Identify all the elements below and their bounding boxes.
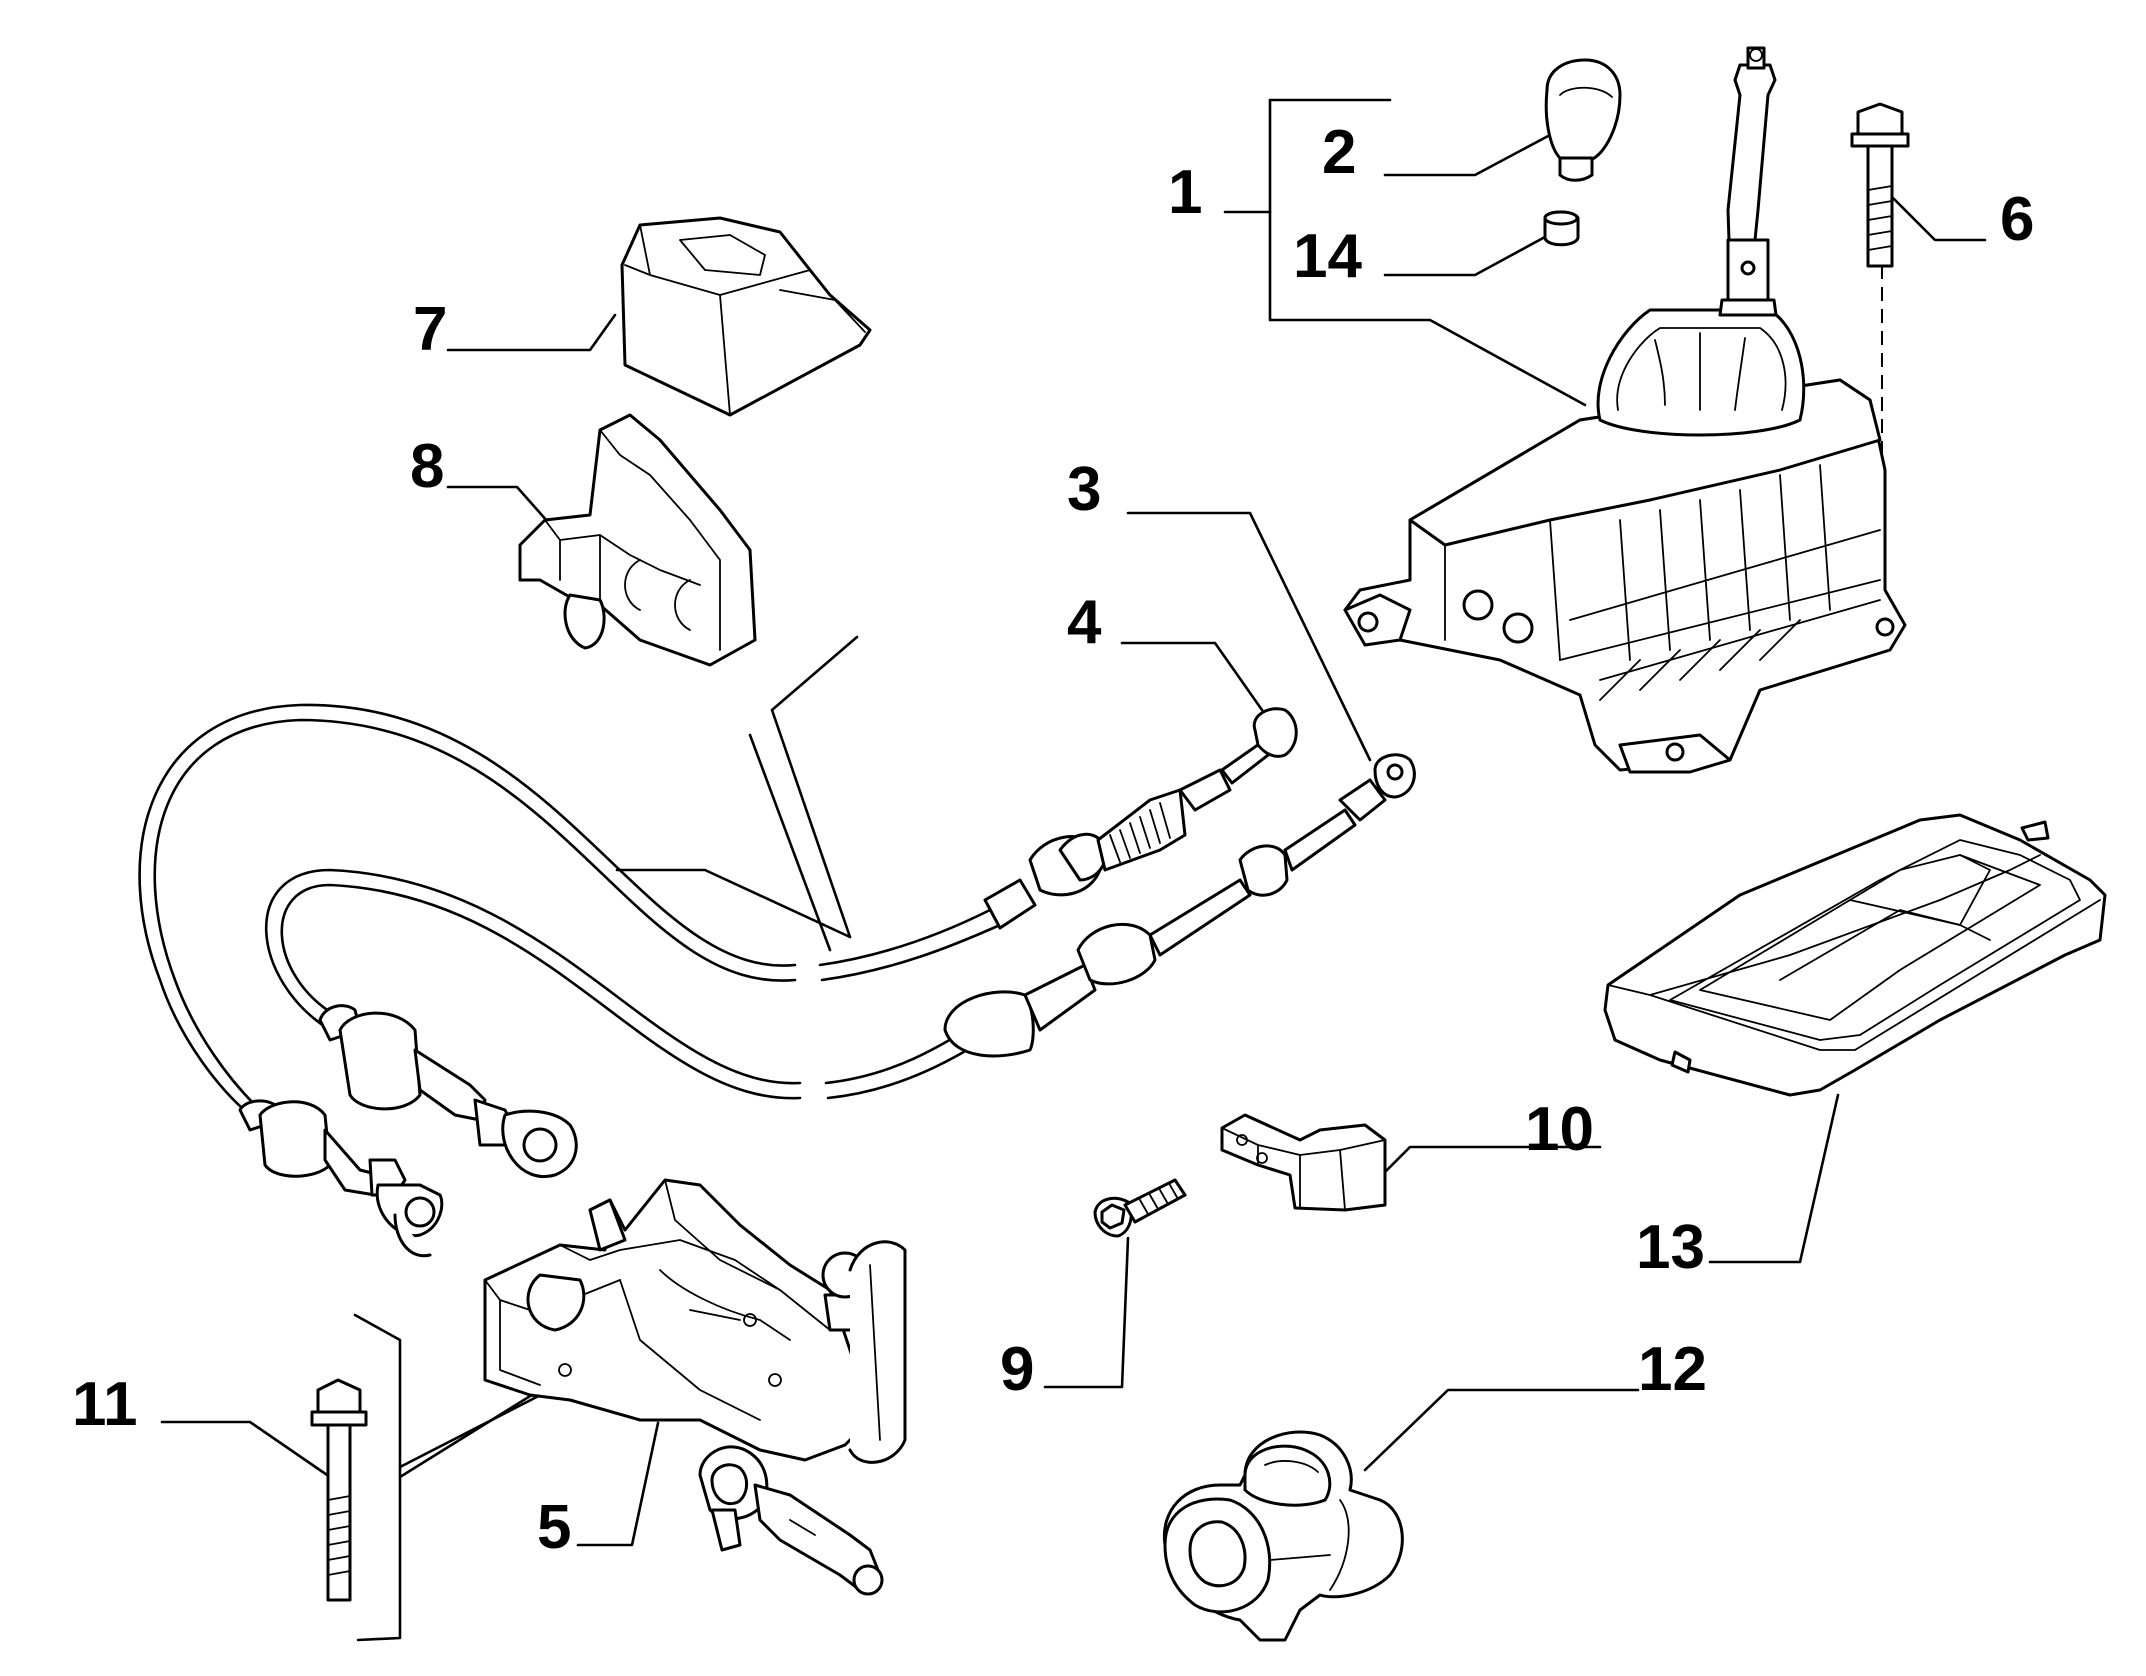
callout-6: 6 — [2000, 185, 2034, 254]
callout-10: 10 — [1525, 1095, 1594, 1164]
callout-4: 4 — [1067, 588, 1102, 657]
shift-knob-part-2 — [1544, 58, 1622, 182]
clip-part-10 — [1220, 1113, 1387, 1212]
callout-9: 9 — [1000, 1335, 1034, 1404]
bracket-part-5 — [483, 1178, 907, 1596]
callout-labels: 1 2 3 4 5 6 7 8 9 10 11 12 13 14 — [72, 118, 2034, 1562]
ring-part-14 — [1543, 210, 1580, 247]
cables-part-3-4 — [138, 703, 1416, 1258]
tray-part-13 — [1603, 813, 2107, 1097]
callout-1: 1 — [1168, 158, 1202, 227]
gear-lever-housing-part-1 — [1343, 46, 1907, 774]
callout-7: 7 — [413, 295, 447, 364]
callout-14: 14 — [1293, 222, 1362, 291]
screw-part-9 — [1093, 1178, 1187, 1238]
bushing-part-12 — [1162, 1430, 1404, 1642]
cover-part-7 — [620, 216, 872, 417]
callout-5: 5 — [537, 1493, 571, 1562]
callout-12: 12 — [1638, 1335, 1707, 1404]
bolt-part-6 — [1850, 102, 1910, 268]
callout-11: 11 — [72, 1370, 138, 1439]
callout-2: 2 — [1322, 118, 1356, 187]
clip-part-8 — [518, 413, 757, 667]
bolt-part-11 — [310, 1378, 368, 1602]
callout-13: 13 — [1636, 1213, 1705, 1282]
callout-3: 3 — [1067, 455, 1101, 524]
leader-lines — [160, 98, 1987, 1642]
callout-8: 8 — [410, 432, 444, 501]
